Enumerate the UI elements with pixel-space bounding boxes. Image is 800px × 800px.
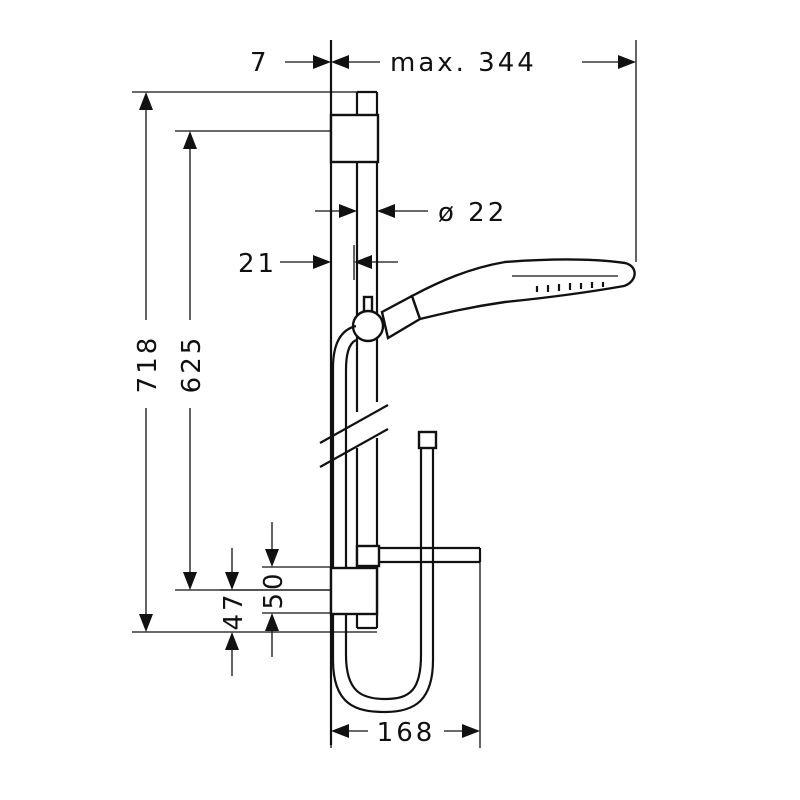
dim-label-soap-width: 168	[377, 718, 436, 748]
hand-shower	[380, 258, 636, 340]
bottom-wall-bracket	[329, 566, 379, 616]
top-wall-bracket	[329, 113, 380, 164]
dim-label-rail-gap: 21	[238, 249, 277, 279]
shower-hose	[331, 324, 438, 714]
hose-connector	[417, 430, 438, 450]
shower-product	[319, 40, 636, 745]
dimension-max-projection: max. 344	[349, 48, 636, 78]
shower-spray-nozzles	[535, 282, 605, 292]
dimension-bottom-offset: 47	[219, 548, 249, 676]
dim-label-bottom-offset: 47	[219, 591, 249, 630]
dimension-wall-offset: 7	[250, 48, 349, 78]
dim-label-total-height: 718	[133, 335, 163, 394]
dimension-rail-diameter: ø 22	[315, 198, 507, 228]
dimension-bracket-spacing: 625	[177, 131, 207, 590]
dimension-rail-gap: 21	[238, 249, 398, 279]
dim-label-max-projection: max. 344	[390, 48, 537, 78]
dimension-soap-height: 50	[259, 522, 289, 657]
rail-break-marks	[319, 404, 389, 468]
dim-label-bracket-spacing: 625	[177, 335, 207, 394]
dim-label-soap-height: 50	[259, 570, 289, 609]
dim-label-rail-diameter: ø 22	[438, 198, 507, 228]
dimension-soap-width: 168	[331, 718, 480, 748]
dim-label-wall-offset: 7	[250, 48, 270, 78]
dimension-total-height: 718	[133, 92, 163, 632]
extension-lines	[132, 40, 637, 748]
soap-dish	[355, 544, 482, 568]
